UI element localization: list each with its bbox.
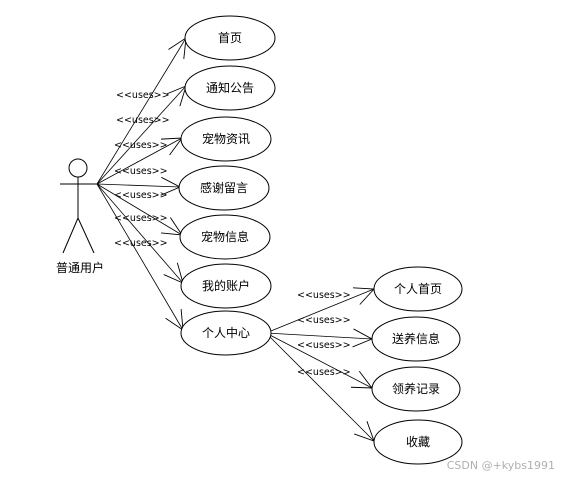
use-case-pet-info-label: 宠物信息 bbox=[201, 229, 249, 244]
use-case-foster-info: 送养信息 bbox=[371, 316, 461, 362]
center-associations bbox=[265, 287, 375, 442]
assoc-foster-info bbox=[265, 328, 374, 348]
assoc-thanks bbox=[96, 176, 182, 196]
use-case-notice: 通知公告 bbox=[184, 65, 276, 111]
uses-label: <<uses>> bbox=[114, 213, 168, 224]
use-case-center-label: 个人中心 bbox=[202, 325, 250, 340]
assoc-pet-info bbox=[96, 183, 183, 236]
assoc-adopt-record bbox=[265, 332, 373, 389]
uses-labels: <<uses>> <<uses>> <<uses>> <<uses>> <<us… bbox=[114, 90, 351, 378]
use-case-notice-label: 通知公告 bbox=[206, 81, 254, 95]
assoc-favorites bbox=[265, 332, 375, 442]
use-case-account-label: 我的账户 bbox=[202, 278, 250, 293]
use-case-favorites: 收藏 bbox=[373, 419, 463, 465]
actor-associations bbox=[96, 37, 187, 331]
watermark: CSDN @+kybs1991 bbox=[446, 459, 555, 472]
assoc-personal-home bbox=[265, 287, 375, 334]
use-case-personal-home: 个人首页 bbox=[373, 266, 463, 312]
actor-right-leg bbox=[77, 217, 95, 254]
uses-label: <<uses>> bbox=[297, 315, 351, 326]
uses-label: <<uses>> bbox=[297, 290, 351, 301]
use-case-personal-home-label: 个人首页 bbox=[394, 282, 442, 296]
use-case-home-label: 首页 bbox=[218, 31, 242, 45]
actor: 普通用户 bbox=[56, 158, 104, 275]
actor-head bbox=[68, 158, 88, 178]
uses-label: <<uses>> bbox=[116, 90, 170, 101]
uses-label: <<uses>> bbox=[114, 238, 168, 249]
use-case-foster-info-label: 送养信息 bbox=[392, 331, 440, 346]
use-case-center: 个人中心 bbox=[180, 310, 272, 356]
actor-label: 普通用户 bbox=[56, 260, 104, 275]
assoc-center bbox=[96, 183, 184, 331]
use-case-thanks-label: 感谢留言 bbox=[200, 180, 248, 195]
use-case-account: 我的账户 bbox=[180, 263, 272, 309]
assoc-notice bbox=[96, 85, 187, 185]
use-case-pet-news: 宠物资讯 bbox=[180, 116, 272, 162]
actor-left-leg bbox=[62, 217, 79, 254]
use-case-home: 首页 bbox=[184, 15, 276, 61]
use-case-adopt-record-label: 领养记录 bbox=[392, 381, 440, 396]
uses-label: <<uses>> bbox=[114, 140, 168, 151]
uses-label: <<uses>> bbox=[114, 166, 168, 177]
assoc-pet-news bbox=[96, 137, 183, 185]
assoc-home bbox=[96, 37, 187, 185]
assoc-account bbox=[96, 183, 184, 284]
uses-label: <<uses>> bbox=[297, 340, 351, 351]
use-case-pet-info: 宠物信息 bbox=[179, 214, 271, 260]
use-case-adopt-record: 领养记录 bbox=[371, 366, 461, 412]
uses-label: <<uses>> bbox=[114, 190, 168, 201]
use-case-thanks: 感谢留言 bbox=[178, 165, 270, 211]
uses-label: <<uses>> bbox=[116, 115, 170, 126]
use-case-pet-news-label: 宠物资讯 bbox=[202, 131, 250, 146]
uses-label: <<uses>> bbox=[297, 367, 351, 378]
use-case-favorites-label: 收藏 bbox=[406, 435, 430, 449]
